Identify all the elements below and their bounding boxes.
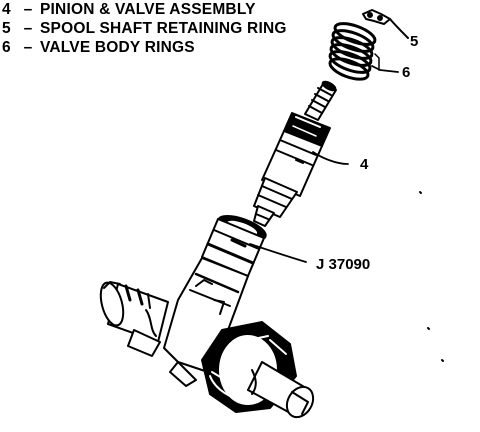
legend-number: 5 (2, 20, 11, 37)
legend-text: PINION & VALVE ASSEMBLY (40, 1, 256, 18)
valve-body-rings (328, 22, 377, 81)
rack-tube-end (247, 361, 315, 419)
callout-5: 5 (410, 33, 419, 50)
callout-tool: J 37090 (316, 256, 371, 273)
legend-number: 4 (2, 1, 11, 18)
legend-dash: – (23, 1, 33, 18)
tool-j-37090 (201, 214, 307, 277)
legend-text: SPOOL SHAFT RETAINING RING (40, 20, 287, 37)
legend-item-4: 4 – PINION & VALVE ASSEMBLY (2, 0, 287, 19)
legend-text: VALVE BODY RINGS (40, 39, 195, 56)
legend-number: 6 (2, 39, 11, 56)
parts-legend: 4 – PINION & VALVE ASSEMBLY 5 – SPOOL SH… (2, 0, 287, 57)
callout-6: 6 (402, 64, 411, 81)
pinion-valve-assembly (253, 80, 337, 227)
legend-item-5: 5 – SPOOL SHAFT RETAINING RING (2, 19, 287, 38)
legend-dash: – (23, 39, 33, 56)
callout-4: 4 (360, 156, 369, 173)
gear-housing (99, 257, 249, 387)
spool-shaft-retaining-ring (362, 9, 409, 39)
legend-item-6: 6 – VALVE BODY RINGS (2, 38, 287, 57)
legend-dash: – (23, 20, 33, 37)
